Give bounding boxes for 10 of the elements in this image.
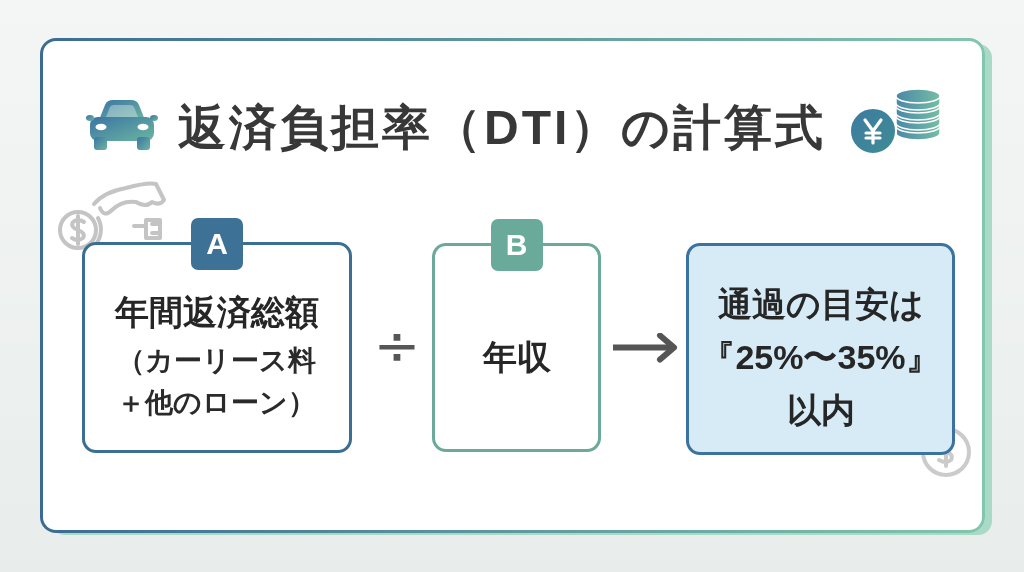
divide-sign: ÷ — [372, 312, 422, 378]
box-label: 年間返済総額 — [115, 292, 319, 333]
formula-box — [686, 243, 955, 455]
arrow — [613, 332, 677, 363]
letter-badge: B — [490, 219, 543, 271]
title: 返済負担率（DTI）の計算式 — [178, 100, 827, 156]
result-text: 通過の目安は『25%〜35%』以内 — [700, 283, 941, 431]
box-note: （カーリース料＋他のローン） — [116, 344, 318, 420]
letter-badge: A — [191, 218, 243, 270]
box-label: 年収 — [482, 337, 551, 378]
